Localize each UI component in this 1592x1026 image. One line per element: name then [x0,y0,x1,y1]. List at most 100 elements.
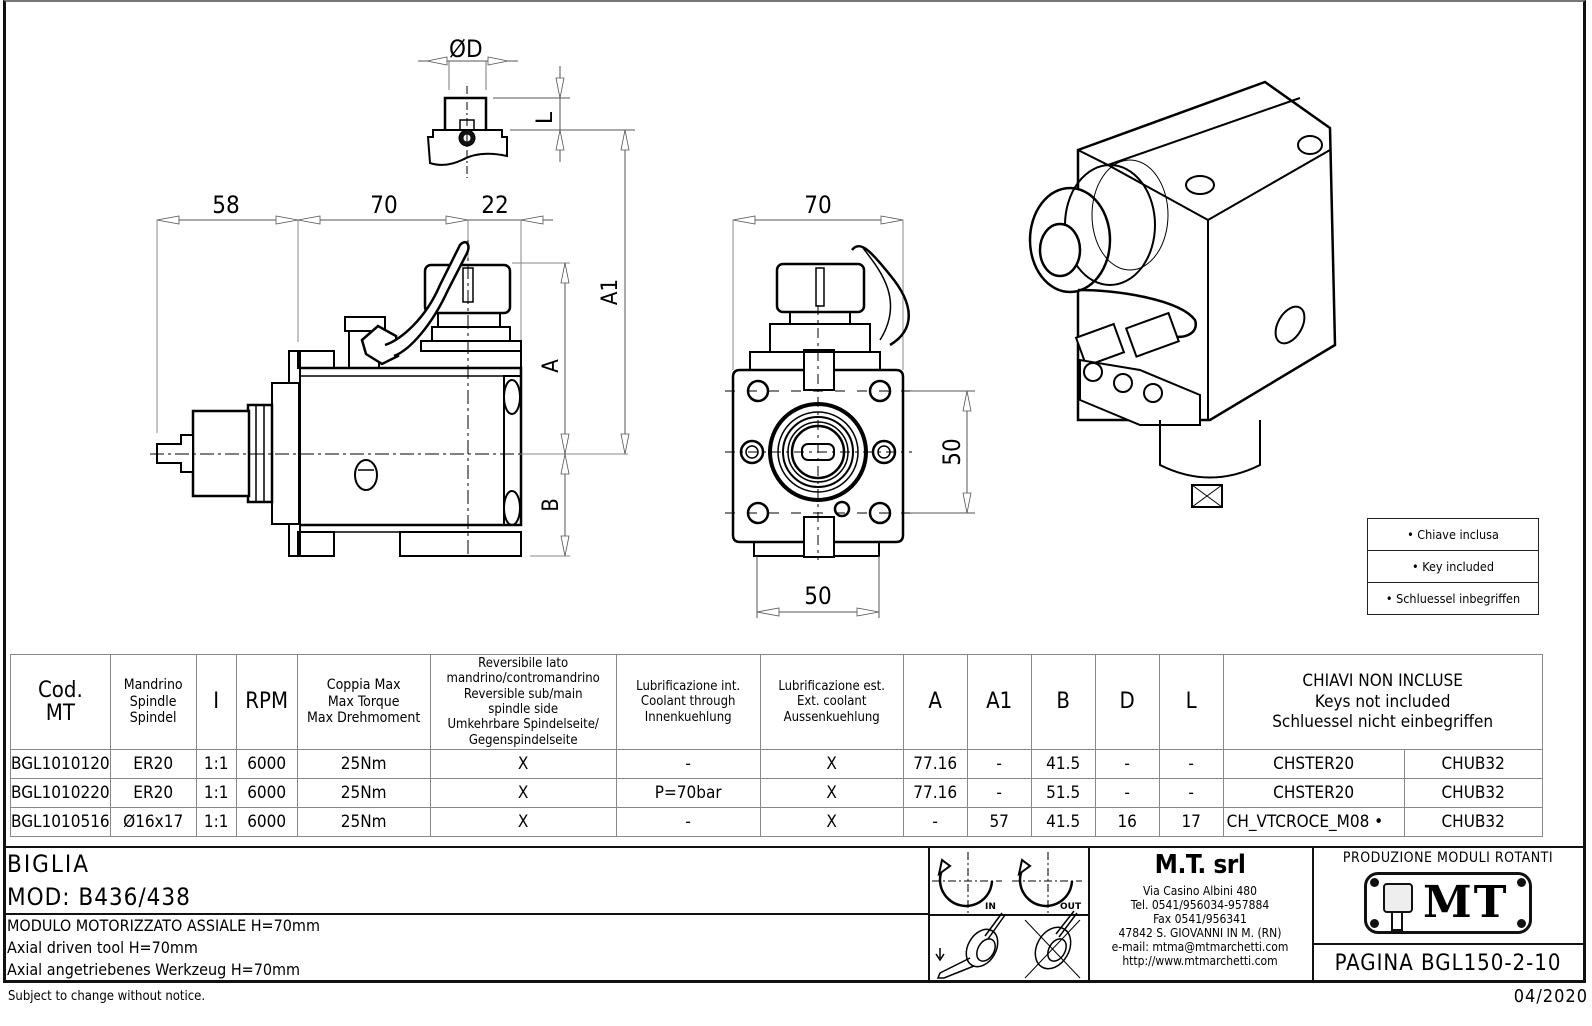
divider [928,914,1088,916]
dim-a1-label: A1 [598,279,623,305]
dim-70-label: 70 [370,191,397,219]
footer-date: 04/2020 [1513,986,1588,1007]
wrench-correct-icon [935,912,1006,979]
header-d: D [1094,654,1160,750]
machine-name: BIGLIA [7,850,91,878]
wrench-incorrect-icon [1024,910,1081,979]
logo-screw-icon [1370,919,1379,928]
dim-od-label: ØD [449,35,483,63]
legend-item-de: • Schluessel inbegriffen [1385,591,1521,606]
table-row: BGL1010120 ER20 1:1 6000 25Nm X - X 77.1… [10,749,1543,779]
dim-a-label: A [539,359,564,373]
key-legend: • Chiave inclusa • Key included • Schlue… [1367,518,1539,615]
cell-d: - [1094,778,1160,808]
dim-front-70-label: 70 [804,191,831,219]
cell-key1: CH_VTCROCE_M08 • [1222,807,1405,837]
legend-item-en: • Key included [1368,551,1538,583]
model-name: MOD: B436/438 [7,883,191,911]
dim-front-50h-label: 50 [804,582,831,610]
cell-code: BGL1010120 [10,749,111,779]
dim-front-50v-label: 50 [938,438,966,465]
logo-text: MT [1423,877,1509,928]
table-row: BGL1010220 ER20 1:1 6000 25Nm X P=70bar … [10,778,1543,808]
isometric-view [1028,80,1337,508]
header-ratio: I [195,654,237,750]
cell-ratio: 1:1 [195,749,237,779]
cell-a: 77.16 [902,778,968,808]
side-view [150,129,630,557]
cell-torque: 25Nm [296,807,431,837]
cell-b: 41.5 [1030,807,1096,837]
cell-a: 77.16 [902,749,968,779]
divider [1312,846,1314,983]
cell-code: BGL1010220 [10,778,111,808]
page-number: PAGINA BGL150-2-10 [1334,951,1562,976]
company-tel: Tel. 0541/956034-957884 [1130,898,1270,912]
cell-a1: - [966,749,1032,779]
cell-l: - [1158,749,1224,779]
cell-coolant-int: - [615,807,761,837]
dim-l-label: L [533,111,558,124]
header-a1: A1 [966,654,1032,750]
company-website[interactable]: http://www.mtmarchetti.com [1122,954,1278,968]
company-email[interactable]: e-mail: mtma@mtmarchetti.com [1111,940,1289,954]
rotation-in-icon [932,852,1002,913]
cell-d: 16 [1094,807,1160,837]
rotation-out-icon [1012,852,1082,913]
cell-reversible: X [429,778,617,808]
cell-l: 17 [1158,807,1224,837]
cell-code: BGL1010516 [10,807,111,837]
logo-screw-icon [1517,919,1526,928]
header-rpm: RPM [235,654,298,750]
header-b: B [1030,654,1096,750]
description-de: Axial angetriebenes Werkzeug H=70mm [7,960,301,979]
cell-ratio: 1:1 [195,778,237,808]
technical-drawing: ØD L [150,35,1337,618]
description-it: MODULO MOTORIZZATO ASSIALE H=70mm [7,916,320,935]
dim-22-label: 22 [481,191,508,219]
cell-coolant-int: P=70bar [615,778,761,808]
cell-coolant-ext: X [759,749,904,779]
rotation-in-label: IN [985,902,996,912]
cell-a1: 57 [966,807,1032,837]
production-label: PRODUZIONE MODULI ROTANTI [1342,850,1554,866]
company-fax: Fax 0541/956341 [1153,912,1247,926]
logo-tool-icon [1383,883,1413,913]
dim-b-label: B [539,498,564,512]
logo-tool-shank-icon [1391,911,1403,931]
mt-logo: MT [1364,872,1532,934]
table-row: BGL1010516 Ø16x17 1:1 6000 25Nm X - X - … [10,807,1543,837]
legend-item-it: • Chiave inclusa [1368,519,1538,551]
description-en: Axial driven tool H=70mm [7,938,198,957]
cell-reversible: X [429,749,617,779]
cell-ratio: 1:1 [195,807,237,837]
cell-b: 51.5 [1030,778,1096,808]
cell-rpm: 6000 [235,807,298,837]
cell-coolant-ext: X [759,778,904,808]
cell-d: - [1094,749,1160,779]
cell-coolant-ext: X [759,807,904,837]
company-name: M.T. srl [1154,850,1246,880]
cell-key2: CHUB32 [1403,778,1543,808]
header-l: L [1158,654,1224,750]
cell-l: - [1158,778,1224,808]
cell-torque: 25Nm [296,778,431,808]
cell-rpm: 6000 [235,778,298,808]
cell-coolant-int: - [615,749,761,779]
dim-58-label: 58 [212,191,239,219]
cell-key1: CHSTER20 [1222,778,1405,808]
cell-b: 41.5 [1030,749,1096,779]
cell-torque: 25Nm [296,749,431,779]
rotation-icons: IN OUT [932,852,1082,979]
logo-screw-icon [1370,878,1379,887]
logo-screw-icon [1517,878,1526,887]
cell-key2: CHUB32 [1403,807,1543,837]
cell-reversible: X [429,807,617,837]
company-city: 47842 S. GIOVANNI IN M. (RN) [1118,926,1282,940]
divider [3,913,928,915]
